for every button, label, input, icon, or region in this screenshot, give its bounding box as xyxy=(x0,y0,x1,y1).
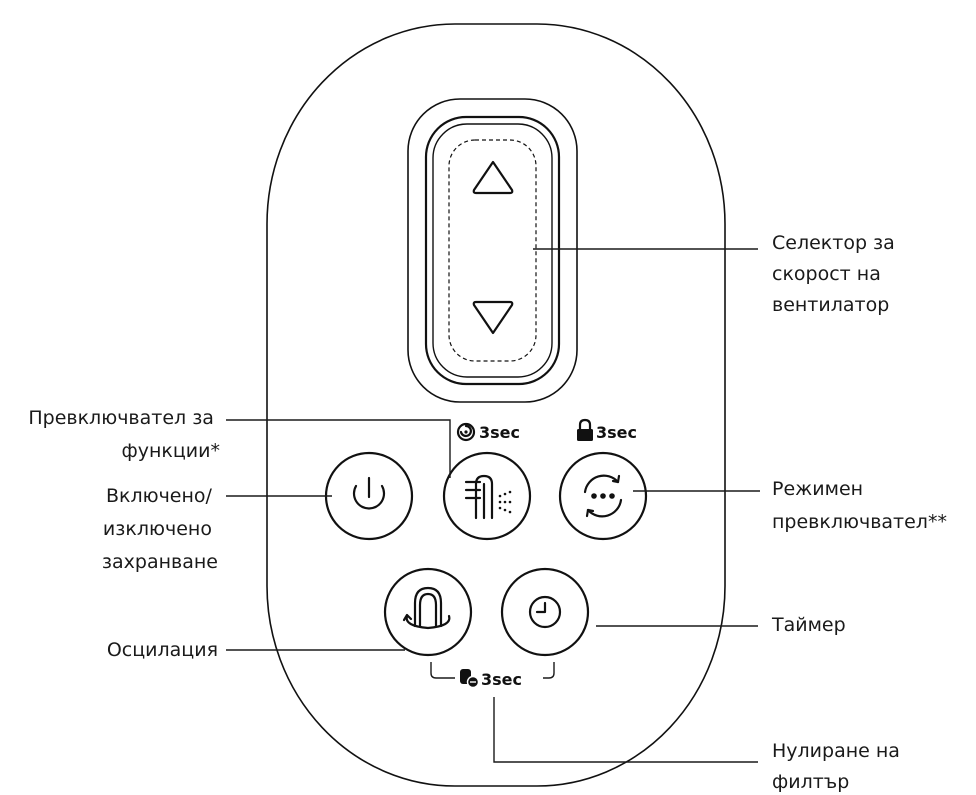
mode-cycle-icon xyxy=(583,474,623,518)
timer-label: Таймер xyxy=(771,614,846,636)
fan-speed-selector-label: Селектор за скорост на вентилатор xyxy=(772,232,901,316)
leader-function-switch xyxy=(226,419,451,478)
leader-filter-reset xyxy=(493,697,758,763)
power-icon xyxy=(352,476,386,510)
lock-icon xyxy=(577,418,593,441)
triangle-down-icon[interactable] xyxy=(472,300,514,335)
swirl-hold-hint: 3sec xyxy=(479,423,520,442)
heat-mist-function-icon xyxy=(464,474,512,520)
filter-reset-label: Нулиране на филтър xyxy=(772,740,906,793)
lock-hold-hint: 3sec xyxy=(596,423,637,442)
filter-hold-hint: 3sec xyxy=(481,670,522,689)
filter-reset-icon xyxy=(460,669,480,689)
fan-speed-selector[interactable] xyxy=(407,98,578,403)
clock-icon xyxy=(528,595,562,629)
mode-switch-label: Режимен превключвател** xyxy=(772,478,947,533)
oscillation-button[interactable] xyxy=(383,567,473,657)
function-switch-button[interactable] xyxy=(442,451,532,541)
triangle-up-icon[interactable] xyxy=(472,160,514,195)
swirl-icon xyxy=(456,422,476,442)
function-switch-label: Превключвател за функции* xyxy=(28,407,220,462)
oscillation-label: Осцилация xyxy=(107,639,218,661)
power-label: Включено/ изключено захранване xyxy=(102,485,218,573)
remote-body xyxy=(266,23,726,787)
oscillation-icon xyxy=(402,586,451,630)
filter-reset-bracket-right xyxy=(543,662,555,679)
filter-reset-bracket-left xyxy=(430,662,455,679)
